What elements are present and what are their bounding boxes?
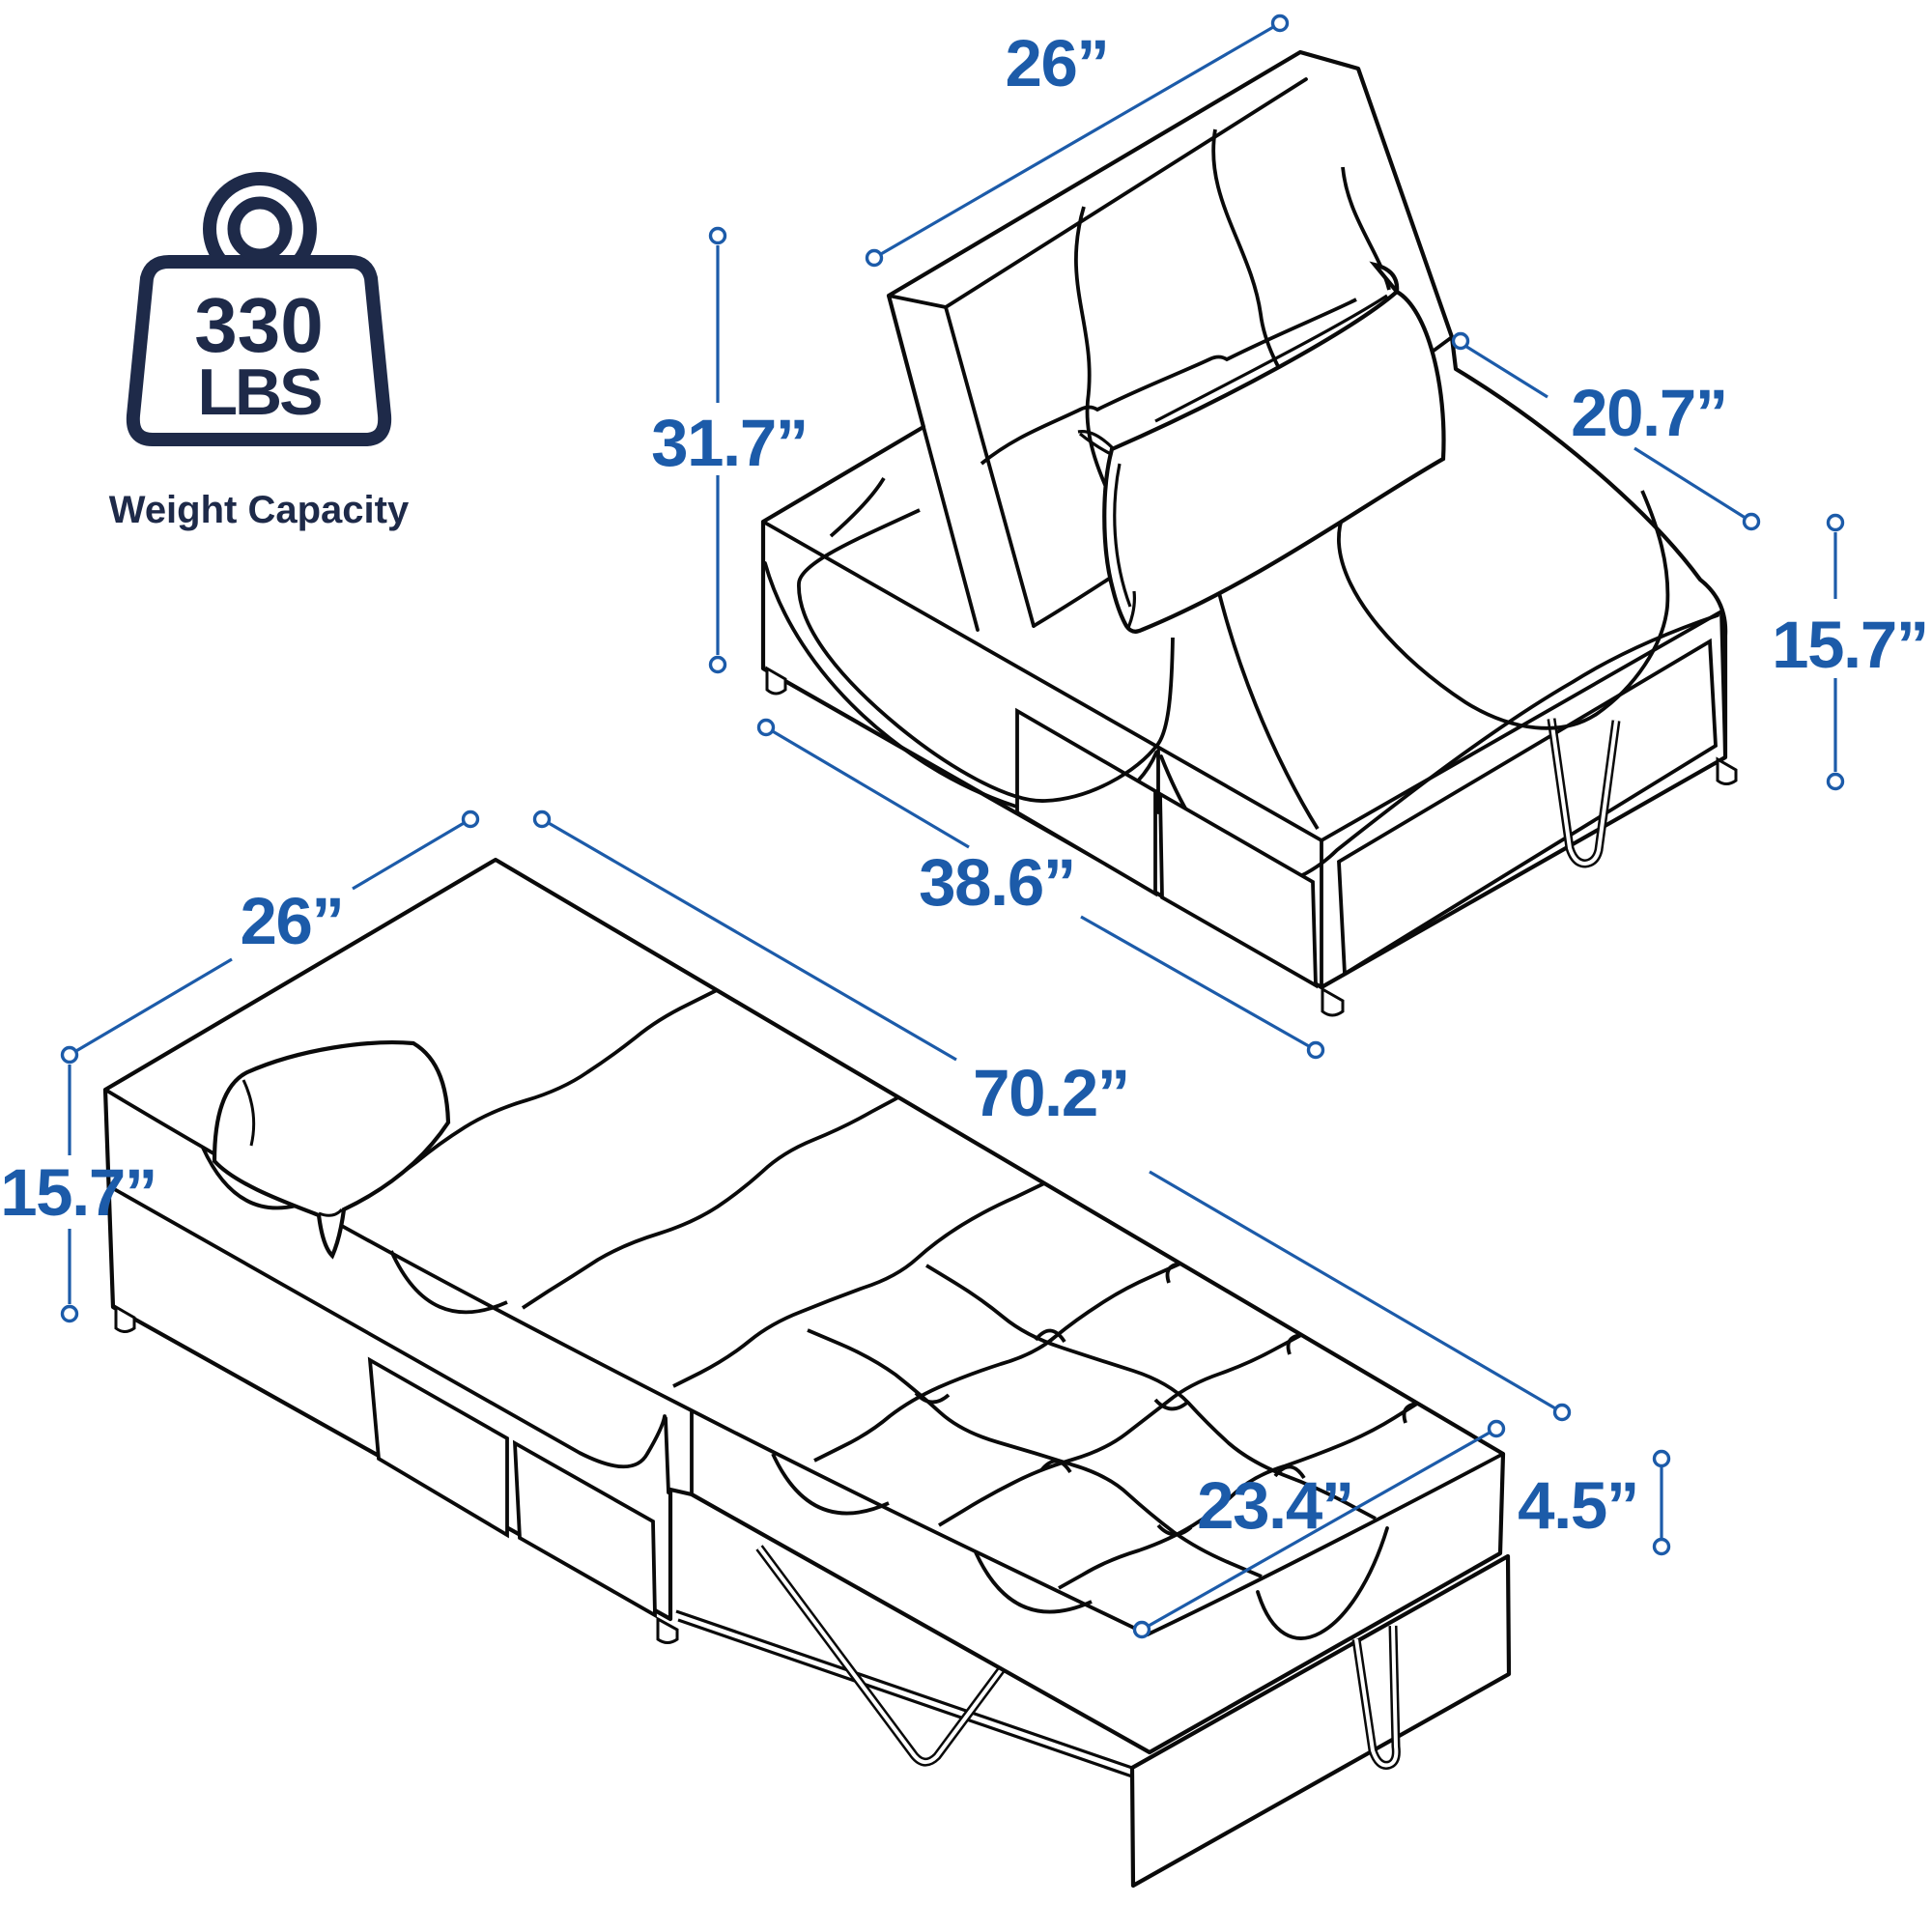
svg-text:26”: 26” — [240, 884, 343, 958]
svg-text:LBS: LBS — [198, 355, 322, 429]
svg-text:70.2”: 70.2” — [973, 1056, 1129, 1130]
svg-text:15.7”: 15.7” — [0, 1155, 156, 1230]
svg-text:20.7”: 20.7” — [1571, 376, 1727, 450]
svg-text:23.4”: 23.4” — [1197, 1468, 1353, 1543]
svg-text:Weight Capacity: Weight Capacity — [109, 489, 410, 531]
svg-text:26”: 26” — [1005, 26, 1108, 100]
svg-text:4.5”: 4.5” — [1518, 1468, 1638, 1543]
svg-text:330: 330 — [194, 282, 323, 368]
svg-text:15.7”: 15.7” — [1772, 608, 1928, 682]
svg-text:31.7”: 31.7” — [651, 406, 808, 480]
svg-text:38.6”: 38.6” — [919, 845, 1075, 920]
